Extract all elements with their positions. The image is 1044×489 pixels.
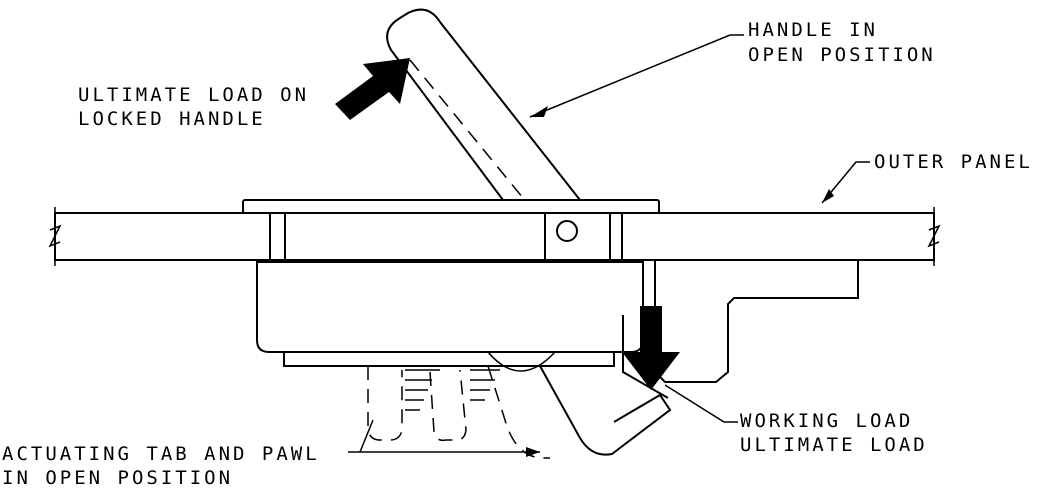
label-working-load-line-2: ULTIMATE LOAD: [740, 434, 928, 456]
outer-panel: [48, 207, 941, 266]
label-ultimate-load-line-2: LOCKED HANDLE: [78, 108, 266, 130]
label-working-load-line-1: WORKING LOAD: [740, 410, 913, 432]
label-outer-panel-text: OUTER PANEL: [874, 151, 1033, 173]
label-ultimate-load-line-1: ULTIMATE LOAD ON: [78, 84, 309, 106]
working-load-arrow: [622, 306, 680, 390]
ultimate-load-arrow: [335, 58, 410, 120]
actuating-pawl: [367, 315, 672, 459]
label-ultimate-load: ULTIMATE LOAD ON LOCKED HANDLE: [78, 84, 309, 130]
label-actuating-line-2: IN OPEN POSITION: [2, 467, 233, 489]
latch-housing: [242, 199, 660, 367]
label-actuating-tab: ACTUATING TAB AND PAWL IN OPEN POSITION: [2, 443, 320, 489]
label-working-load: WORKING LOAD ULTIMATE LOAD: [740, 410, 928, 456]
label-handle-open: HANDLE IN OPEN POSITION: [748, 19, 936, 66]
label-handle-open-line-1: HANDLE IN: [748, 19, 878, 41]
label-outer-panel: OUTER PANEL: [874, 151, 1033, 173]
mounting-bracket: [654, 259, 859, 383]
leader-lines: [348, 34, 870, 457]
label-handle-open-line-2: OPEN POSITION: [748, 44, 936, 66]
handle-open-position: [386, 8, 581, 201]
label-actuating-line-1: ACTUATING TAB AND PAWL: [2, 443, 320, 465]
